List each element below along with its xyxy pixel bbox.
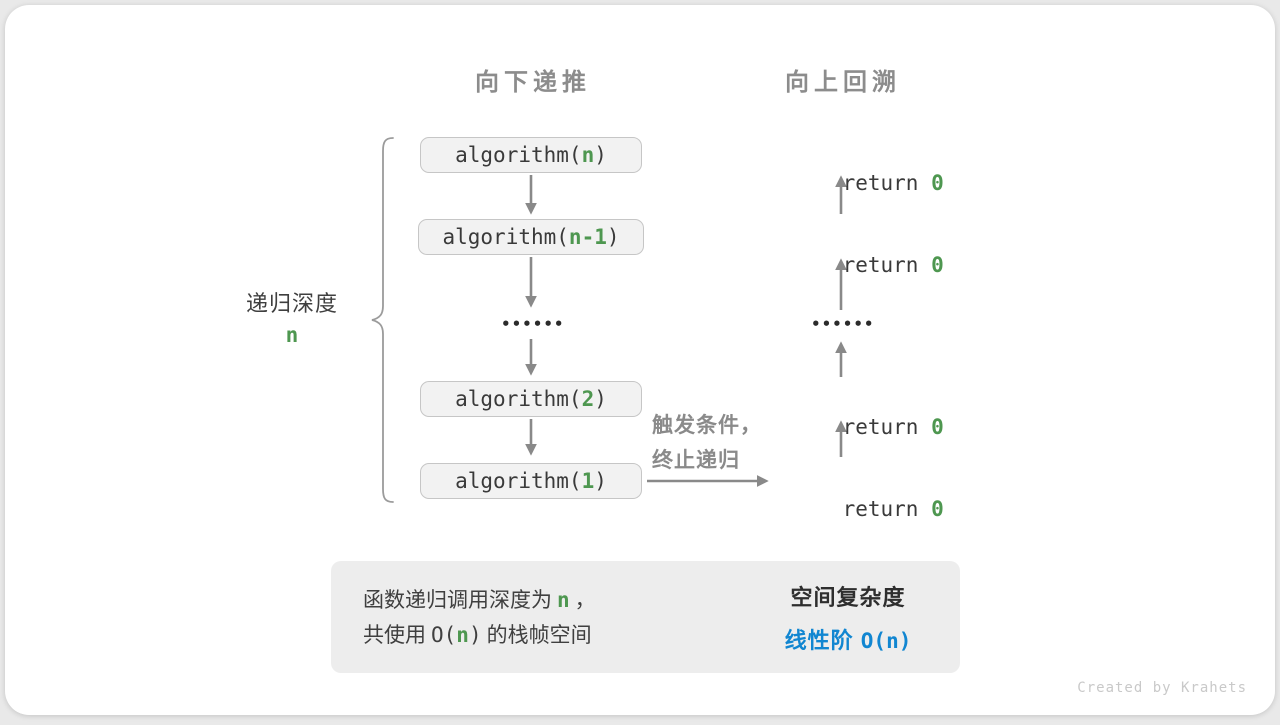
result-big-o-variable: n: [886, 629, 899, 653]
return-value: 0: [931, 253, 944, 277]
result-big-o-open: O(: [860, 629, 887, 653]
return-value: 0: [931, 415, 944, 439]
return-row: return 0: [792, 467, 992, 521]
stack-ellipsis: ••••••: [501, 315, 565, 333]
return-keyword: return: [842, 253, 932, 277]
result-big-o-close: ): [898, 629, 912, 653]
trigger-note-line1: 触发条件，: [652, 414, 762, 437]
return-row: return 0: [792, 385, 992, 439]
call-code: ): [606, 225, 620, 249]
call-arg: n-1: [568, 225, 607, 249]
recursion-depth-value: n: [285, 323, 299, 347]
result-label: 线性阶: [784, 628, 854, 653]
call-code: algorithm(: [455, 387, 582, 411]
call-code: algorithm(: [455, 143, 582, 167]
summary-result-block: 空间复杂度 线性阶 O(n): [763, 580, 933, 655]
call-code: ): [594, 469, 607, 493]
call-arg: 1: [581, 469, 595, 493]
return-keyword: return: [842, 415, 932, 439]
call-stack-box-n: algorithm(n): [420, 137, 642, 173]
big-o-close: ): [468, 623, 482, 647]
return-keyword: return: [842, 497, 932, 521]
backtrack-column-header: 向上回溯: [723, 62, 963, 97]
watermark: Created by Krahets: [1077, 680, 1247, 696]
descend-column-header: 向下递推: [413, 62, 653, 97]
space-complexity-result: 线性阶 O(n): [763, 623, 933, 655]
trigger-note-line2: 终止递归: [652, 449, 740, 472]
summary-text: 的栈帧空间: [486, 624, 592, 647]
returns-ellipsis: ••••••: [811, 315, 875, 333]
backtrack-header-label: 向上回溯: [785, 69, 901, 96]
big-o-open: O(: [431, 623, 457, 647]
summary-text: 共使用: [363, 624, 426, 647]
trigger-note: 触发条件， 终止递归: [652, 408, 792, 478]
call-code: ): [594, 387, 607, 411]
return-row: return 0: [792, 141, 992, 195]
call-code: algorithm(: [442, 225, 569, 249]
call-stack-box-1: algorithm(1): [420, 463, 642, 499]
call-code: ): [594, 143, 607, 167]
big-o-variable: n: [456, 623, 469, 647]
curly-brace-icon: [371, 137, 394, 503]
descend-header-label: 向下递推: [475, 69, 591, 96]
recursion-depth-label: 递归深度: [245, 291, 338, 316]
call-arg: 2: [581, 387, 595, 411]
space-complexity-title: 空间复杂度: [790, 585, 906, 610]
call-stack-box-n-1: algorithm(n-1): [418, 219, 644, 255]
summary-panel: [331, 561, 960, 673]
diagram-canvas: 向下递推 向上回溯 递归深度 n algorithm(n) algorithm(…: [5, 5, 1275, 715]
call-code: algorithm(: [455, 469, 582, 493]
summary-text: ，: [574, 589, 596, 612]
call-arg: n: [581, 143, 595, 167]
depth-variable: n: [557, 588, 570, 612]
summary-text: 函数递归调用深度为: [363, 589, 552, 612]
return-value: 0: [931, 171, 944, 195]
return-keyword: return: [842, 171, 932, 195]
call-stack-box-2: algorithm(2): [420, 381, 642, 417]
return-value: 0: [931, 497, 944, 521]
return-row: return 0: [792, 223, 992, 277]
